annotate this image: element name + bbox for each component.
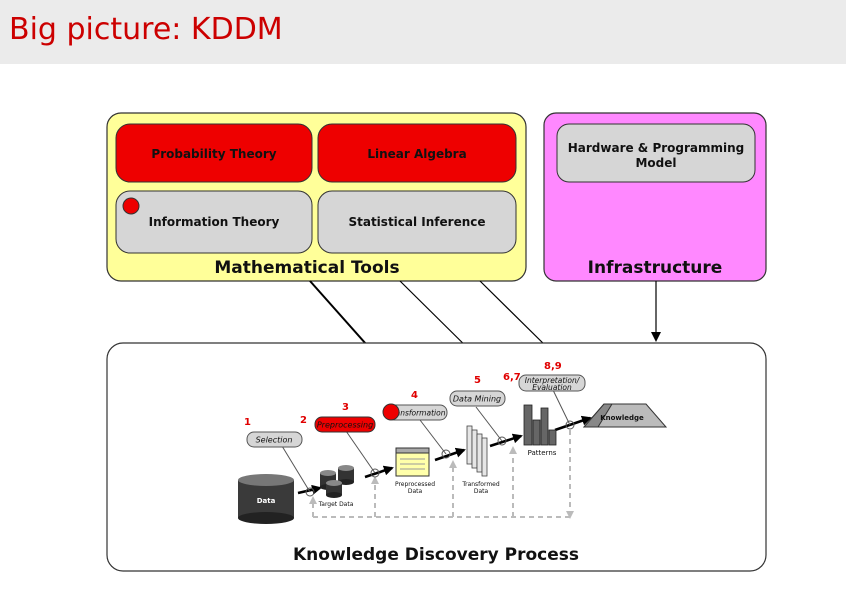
step-interpretation: Interpretation/ Evaluation [518, 374, 586, 392]
interpretation-label-line1: Interpretation/ [525, 376, 581, 385]
infrastructure-panel: Hardware & Programming Model Infrastruct… [543, 112, 767, 282]
transformed-label-line2: Data [474, 488, 489, 495]
data-label: Data [257, 497, 276, 505]
hardware-box [556, 123, 756, 183]
step-selection: Selection [246, 431, 303, 448]
information-theory-box [115, 190, 313, 254]
step-transformation: Transformation [382, 403, 448, 421]
preprocessing-label: Preprocessing [317, 421, 373, 430]
math-tools-label: Mathematical Tools [214, 258, 399, 278]
step-number-1: 1 [244, 417, 251, 428]
linear-algebra-box [317, 123, 517, 183]
transformation-label: Transformation [389, 409, 446, 418]
preprocessed-label-line1: Preprocessed [395, 481, 435, 488]
step-data-mining: Data Mining [449, 390, 506, 407]
step-preprocessing: Preprocessing [314, 416, 376, 433]
step-number-89: 8,9 [544, 361, 562, 372]
patterns-icon: Patterns [523, 404, 557, 457]
step-number-67: 6,7 [503, 372, 521, 383]
linear-algebra-label: Linear Algebra [367, 147, 466, 161]
data-mining-label: Data Mining [453, 395, 501, 404]
current-topic-marker [122, 197, 140, 215]
title-bar: Big picture: KDDM [0, 0, 846, 64]
step-number-3: 3 [342, 402, 349, 413]
step-number-5: 5 [474, 375, 481, 386]
knowledge-label: Knowledge [600, 414, 644, 422]
math-tools-panel: Probability Theory Linear Algebra Inform… [106, 112, 527, 282]
process-panel: Knowledge Discovery Process [106, 342, 767, 572]
probability-theory-box [115, 123, 313, 183]
knowledge-icon: Knowledge [582, 403, 668, 428]
hardware-label-line1: Hardware & Programming [568, 141, 745, 155]
step-pointer-lines [281, 389, 575, 497]
preprocessed-label-line2: Data [408, 488, 423, 495]
slide-title: Big picture: KDDM [9, 12, 283, 47]
information-theory-label: Information Theory [149, 215, 280, 229]
transformation-marker [382, 403, 400, 421]
transformed-data-icon: Transformed Data [461, 425, 500, 495]
probability-theory-label: Probability Theory [151, 147, 276, 161]
interpretation-label-line2: Evaluation [532, 383, 572, 392]
statistical-inference-label: Statistical Inference [348, 215, 485, 229]
infrastructure-label: Infrastructure [588, 258, 723, 278]
statistical-inference-box [317, 190, 517, 254]
transformed-label-line1: Transformed [461, 481, 500, 488]
step-number-2: 2 [300, 415, 307, 426]
feedback-loops [309, 430, 574, 519]
step-number-4: 4 [411, 390, 418, 401]
patterns-label: Patterns [528, 449, 557, 457]
selection-label: Selection [256, 436, 293, 445]
preprocessed-data-icon: Preprocessed Data [395, 447, 435, 495]
step-numbers: 1 2 3 4 5 6,7 8,9 [244, 361, 562, 428]
hardware-label-line2: Model [635, 156, 676, 170]
target-data-icon: Target Data [318, 465, 354, 508]
target-data-label: Target Data [318, 501, 354, 508]
process-label: Knowledge Discovery Process [293, 545, 579, 565]
data-store: Data [238, 474, 294, 524]
